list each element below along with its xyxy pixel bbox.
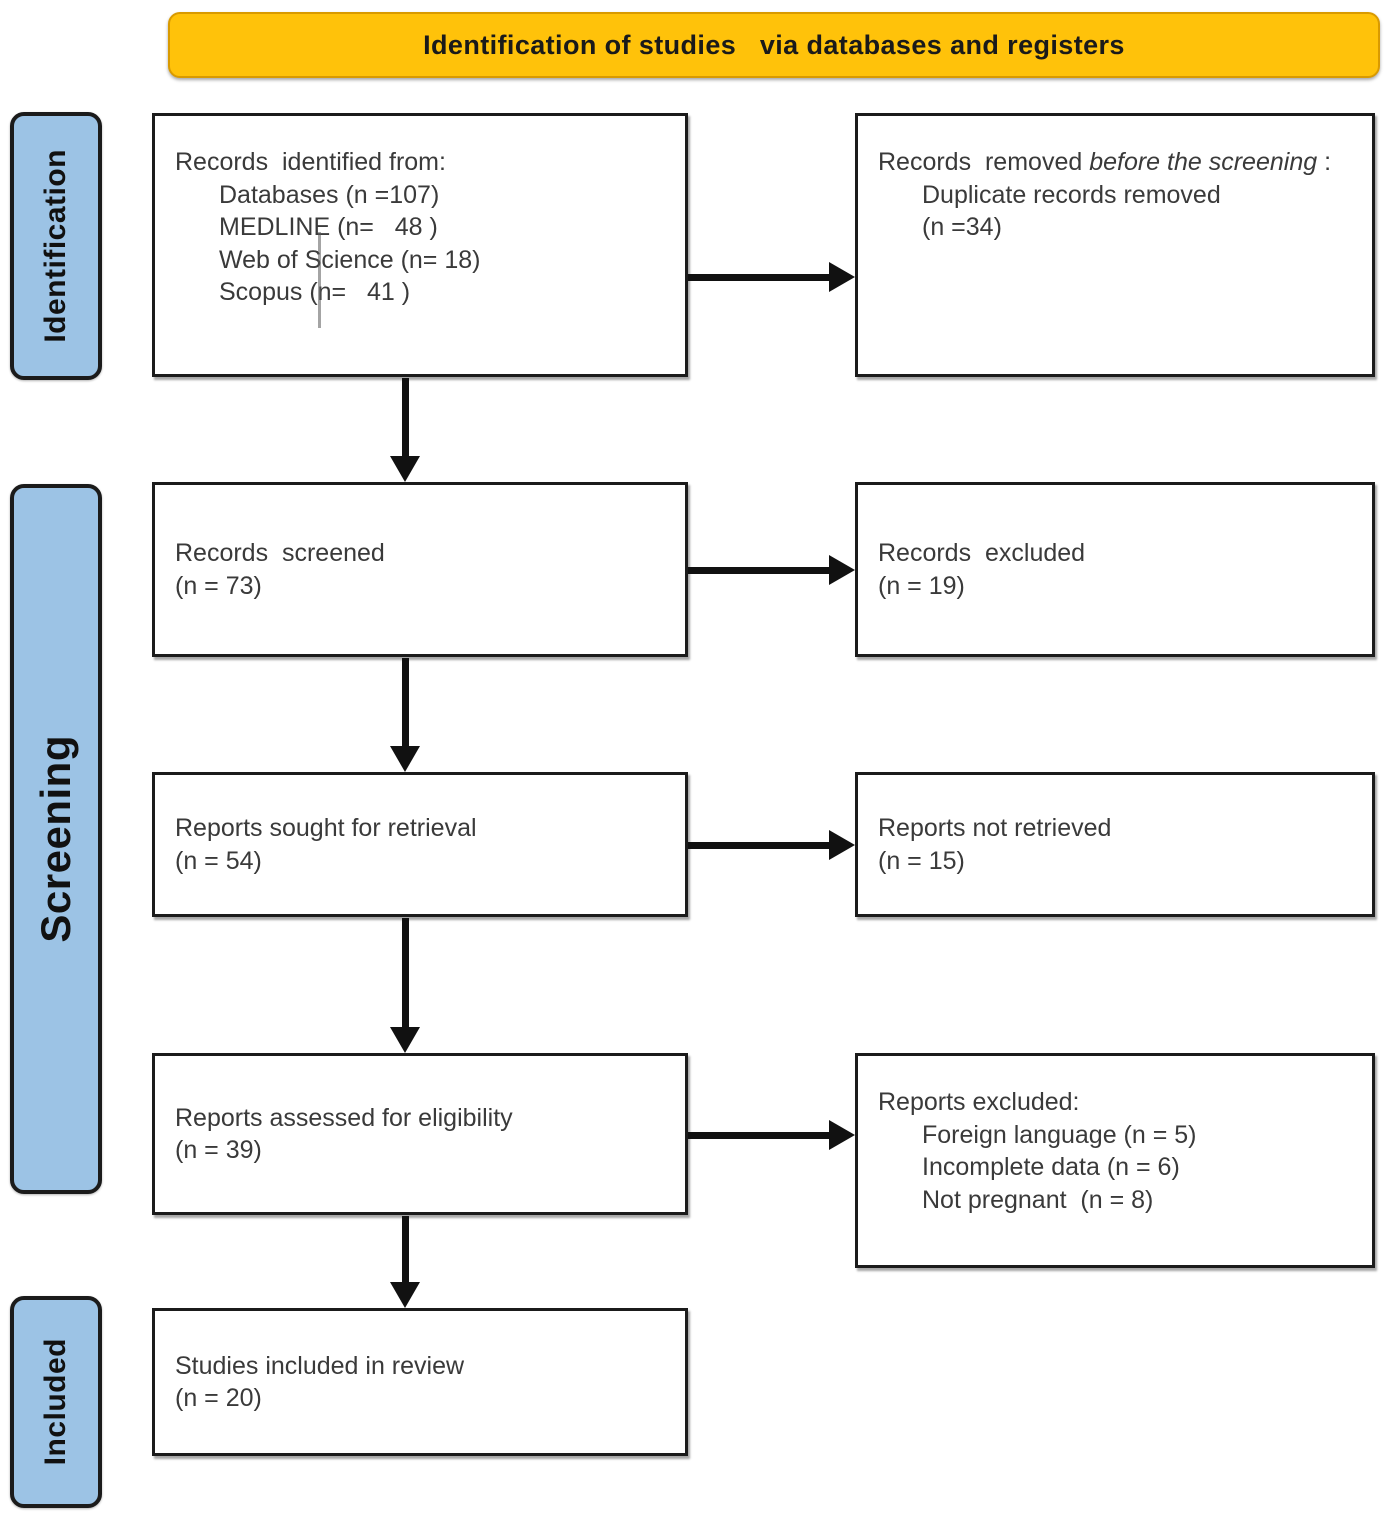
box-records-identified: Records identified from: Databases (n =1… [152,113,688,377]
records-removed-item-count: (n =34) [922,213,1002,241]
reports-assessed-label: Reports assessed for eligibility [175,1103,513,1132]
records-excluded-count: (n = 19) [878,571,965,600]
reports-not-retrieved-count: (n = 15) [878,846,965,875]
banner-title: Identification of studies via databases … [423,29,1125,60]
reports-assessed-count: (n = 39) [175,1136,262,1164]
arrow-shaft [688,841,829,849]
records-identified-item-databases: Databases (n =107) [219,180,440,209]
box-reports-assessed: Reports assessed for eligibility (n = 39… [152,1053,688,1215]
arrow-head-icon [390,1282,420,1308]
arrow-right-assessed-to-reports-excluded [688,1120,855,1150]
box-records-screened: Records screened (n = 73) [152,482,688,657]
stage-label-identification-text: Identification [39,149,72,343]
box-records-excluded: Records excluded (n = 19) [855,482,1375,657]
scan-streak-artifact [318,232,321,328]
arrow-shaft [688,1131,829,1139]
records-excluded-label: Records excluded [878,539,1086,567]
arrow-shaft [688,566,829,574]
records-identified-item-webofscience: Web of Science (n= 18) [219,245,481,274]
identification-banner: Identification of studies via databases … [168,12,1380,78]
records-identified-heading: Records identified from: [175,148,446,176]
reports-sought-label: Reports sought for retrieval [175,814,477,842]
arrow-head-icon [829,1120,855,1150]
box-reports-excluded: Reports excluded: Foreign language (n = … [855,1053,1375,1268]
arrow-shaft [401,378,409,456]
arrow-down-assessed-to-included [390,1216,420,1308]
arrow-right-identified-to-removed [688,262,855,292]
reports-excluded-heading: Reports excluded: [878,1088,1080,1116]
arrow-head-icon [829,830,855,860]
arrow-right-screened-to-excluded [688,555,855,585]
reports-not-retrieved-label: Reports not retrieved [878,814,1112,842]
stage-label-screening: Screening [10,484,102,1194]
records-screened-count: (n = 73) [175,571,262,600]
arrow-down-screened-to-sought [390,658,420,772]
arrow-head-icon [390,1027,420,1053]
box-reports-not-retrieved: Reports not retrieved (n = 15) [855,772,1375,917]
reports-excluded-item-incomplete-data: Incomplete data (n = 6) [922,1153,1180,1181]
records-identified-item-scopus: Scopus (n= 41 ) [219,278,411,306]
studies-included-label: Studies included in review [175,1351,465,1380]
records-removed-heading-plain: Records removed [878,148,1090,176]
arrow-shaft [401,918,409,1027]
records-removed-heading-tail: : [1317,148,1332,176]
arrow-down-identified-to-screened [390,378,420,482]
arrow-head-icon [829,555,855,585]
arrow-head-icon [390,746,420,772]
studies-included-count: (n = 20) [175,1384,262,1412]
records-removed-heading: Records removed before the screening : [878,146,1352,179]
records-screened-label: Records screened [175,539,385,567]
records-identified-item-medline: MEDLINE (n= 48 ) [219,213,438,241]
records-removed-item-duplicates: Duplicate records removed [922,180,1221,209]
box-records-removed: Records removed before the screening : D… [855,113,1375,377]
reports-sought-count: (n = 54) [175,846,262,875]
box-reports-sought: Reports sought for retrieval (n = 54) [152,772,688,917]
arrow-shaft [401,658,409,746]
stage-label-included-text: Included [39,1338,72,1466]
reports-excluded-item-not-pregnant: Not pregnant (n = 8) [922,1185,1154,1214]
arrow-shaft [688,273,829,281]
reports-excluded-item-foreign-language: Foreign language (n = 5) [922,1120,1197,1149]
arrow-right-sought-to-not-retrieved [688,830,855,860]
records-removed-heading-italic: before the screening [1089,148,1318,176]
stage-label-screening-text: Screening [32,735,79,943]
stage-label-included: Included [10,1296,102,1508]
arrow-head-icon [390,456,420,482]
arrow-down-sought-to-assessed [390,918,420,1053]
arrow-shaft [401,1216,409,1282]
stage-label-identification: Identification [10,112,102,380]
arrow-head-icon [829,262,855,292]
box-studies-included: Studies included in review (n = 20) [152,1308,688,1456]
